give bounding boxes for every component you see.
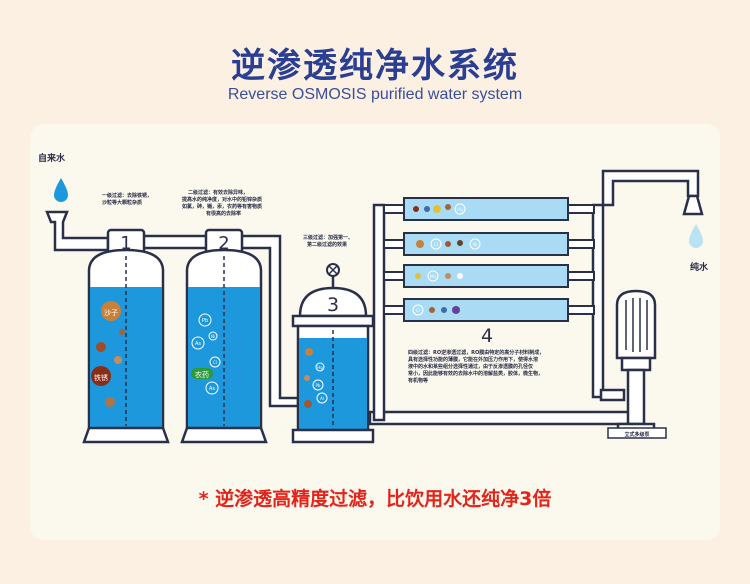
tank-2-ion-as-2: As	[209, 386, 215, 392]
stage-4-description: 四级过滤：RO逆渗透过滤，RO膜由特定的高分子材料制成， 具有选择性功能的薄膜，…	[407, 349, 544, 384]
stage-2-description: 二级过滤：有效去除异味， 提高水的纯净度，对水中的铅锌杂质 如氯，砷，镉，汞，农…	[182, 189, 262, 217]
membrane-ion-cl-2: Cl	[416, 308, 420, 313]
pipe-network	[45, 169, 704, 426]
stage-4-desc-line: 有机物等	[408, 377, 428, 384]
stage-4-number: 4	[481, 325, 493, 347]
tank-1-label-sand: 沙子	[104, 309, 118, 317]
tank-2-ion-as: As	[195, 341, 201, 347]
inlet-label: 自来水	[38, 152, 66, 164]
stage-2-desc-line: 如氯，砷，镉，汞，农药等有害物质	[182, 203, 262, 210]
stage-4-desc-line: 四级过滤：RO逆渗透过滤，RO膜由特定的高分子材料制成，	[408, 349, 544, 356]
tank-1	[82, 228, 170, 444]
stage-2-desc-line: 提高水的纯净度，对水中的铅锌杂质	[182, 196, 262, 203]
outlet-label: 纯水	[690, 261, 709, 273]
tank-3-ion-hg: Hg	[317, 365, 323, 370]
stage-4-desc-line: 液中的水和某些组分选择性通过，由于反渗透膜的孔径仅	[408, 363, 534, 370]
tank-2-ion-cl: Cl	[213, 360, 217, 365]
outlet-water-drop-icon	[689, 224, 703, 248]
membrane-ion-ni: Ni	[473, 242, 477, 247]
stage-2-desc-line: 二级过滤：有效去除异味，	[188, 189, 248, 196]
tank-2	[180, 228, 268, 444]
pump-label: 立式多级泵	[624, 431, 650, 438]
tank-2-ion-ni: Ni	[211, 334, 215, 339]
stage-1-desc-line: 一级过滤：去除铁锈，	[102, 192, 152, 199]
tank-1-label-rust: 铁锈	[94, 373, 108, 382]
ro-membranes	[403, 197, 569, 322]
inlet-water-drop-icon	[54, 178, 68, 202]
page-title: 逆渗透纯净水系统	[231, 46, 519, 86]
pump	[607, 289, 667, 439]
stage-1-description: 一级过滤：去除铁锈， 沙粒等大颗粒杂质	[102, 192, 152, 206]
footer-note: * 逆渗透高精度过滤，比饮用水还纯净3倍	[198, 488, 552, 510]
stage-2-desc-line: 有很高的去除率	[206, 210, 241, 217]
stage-3-desc-line: 三级过滤：加强第一、	[303, 234, 353, 241]
stage-4-desc-line: 常小，因此能够有效的去除水中的溶解盐类，胶体，微生物，	[408, 370, 543, 377]
membrane-ion-cl: Cl	[434, 242, 438, 247]
tank-2-ion-pb: Pb	[202, 318, 208, 324]
stage-3-description: 三级过滤：加强第一、 第二级过滤的效果	[303, 234, 353, 248]
page-subtitle: Reverse OSMOSIS purified water system	[227, 86, 523, 103]
membrane-ion-hg: Hg	[457, 207, 463, 212]
tank-2-number: 2	[218, 233, 229, 254]
stage-1-desc-line: 沙粒等大颗粒杂质	[102, 199, 142, 206]
membrane-connectors	[383, 204, 595, 315]
tank-3-ion-pb: Pb	[316, 383, 321, 388]
tank-2-label-pesticide: 农药	[195, 370, 209, 379]
stage-4-desc-line: 具有选择性功能的薄膜，它能在外加压力作用下，使得水溶	[407, 356, 539, 363]
membrane-particles	[412, 203, 481, 316]
tank-3-number: 3	[327, 294, 339, 316]
tank-1-number: 1	[120, 233, 131, 254]
stage-3-desc-line: 第二级过滤的效果	[307, 241, 348, 248]
membrane-ion-mn: Mn	[430, 274, 436, 279]
tank-3	[291, 263, 375, 444]
tank-3-ion-al: Al	[320, 396, 324, 401]
